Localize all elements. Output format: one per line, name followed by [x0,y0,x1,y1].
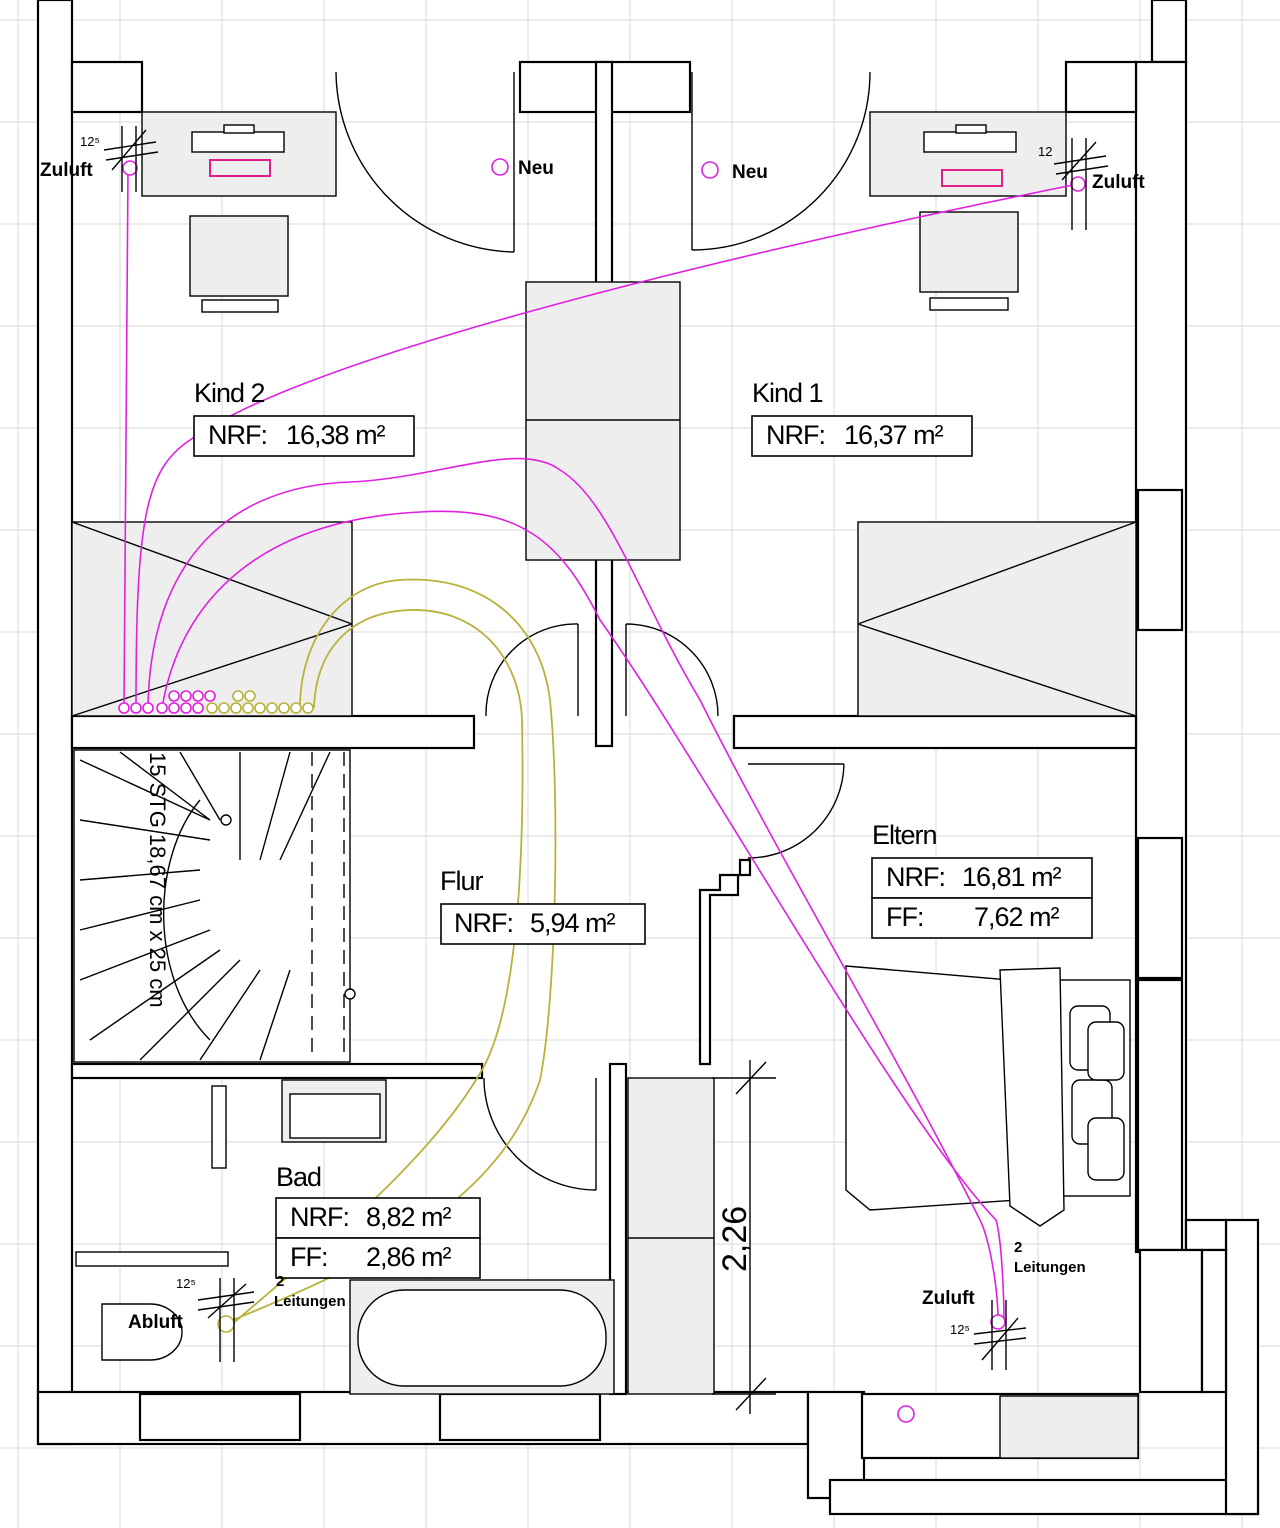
room-name: Flur [440,866,484,896]
abluft-bad-label: Abluft [128,1312,184,1333]
supply-ducts [118,158,1086,1423]
zuluft-kind1-label: Zuluft [1092,172,1145,193]
zuluft-eltern-label: Zuluft [922,1288,975,1309]
leitungen-eltern-count: 2 [1014,1239,1022,1256]
furniture [71,111,1139,1459]
zuluft-kind2-label: Zuluft [40,160,93,181]
dimension-value: 2,26 [716,1206,754,1272]
doors [335,71,871,1191]
neu-left-label: Neu [518,158,554,179]
dimension-line: 2,26 [712,1060,776,1414]
ff-label: FF: [886,902,924,932]
neu-right-label: Neu [732,162,768,183]
room-name: Eltern [872,820,937,850]
leitungen-eltern-text: Leitungen [1014,1259,1086,1276]
zuluft-eltern-size: 12⁵ [950,1322,970,1337]
staircase: 15 STG 18,67 cm x 25 cm [73,749,356,1063]
room-kind2: Kind 2 NRF: 16,38 m² [193,378,415,457]
abluft-bad-size: 12⁵ [176,1276,196,1291]
room-flur: Flur NRF: 5,94 m² [440,866,646,945]
room-name: Bad [276,1162,321,1192]
room-name: Kind 1 [752,378,823,408]
room-bad: Bad NRF: 8,82 m² FF: 2,86 m² [275,1162,481,1279]
nrf-value: 16,37 m² [844,420,944,450]
nrf-value: 8,82 m² [366,1202,452,1232]
nrf-value: 5,94 m² [530,908,616,938]
stair-label: 15 STG 18,67 cm x 25 cm [145,752,170,1008]
nrf-label: NRF: [766,420,825,450]
vent-markers [103,126,1109,1370]
nrf-label: NRF: [290,1202,349,1232]
room-eltern: Eltern NRF: 16,81 m² FF: 7,62 m² [871,820,1093,939]
nrf-label: NRF: [886,862,945,892]
zuluft-kind2-size: 12⁵ [80,134,100,149]
vent-labels: Zuluft 12⁵ Zuluft 12 Zuluft 12⁵ Abluft 1… [40,134,1145,1337]
nrf-value: 16,38 m² [286,420,386,450]
room-kind1: Kind 1 NRF: 16,37 m² [751,378,973,457]
ff-value: 2,86 m² [366,1242,452,1272]
room-name: Kind 2 [194,378,265,408]
nrf-label: NRF: [454,908,513,938]
nrf-label: NRF: [208,420,267,450]
nrf-value: 16,81 m² [962,862,1062,892]
leitungen-notes: 2 Leitungen 2 Leitungen [274,1239,1086,1310]
leitungen-bad-count: 2 [276,1273,284,1290]
leitungen-bad-text: Leitungen [274,1293,346,1310]
ff-label: FF: [290,1242,328,1272]
zuluft-kind1-size: 12 [1038,144,1052,159]
ff-value: 7,62 m² [974,902,1060,932]
